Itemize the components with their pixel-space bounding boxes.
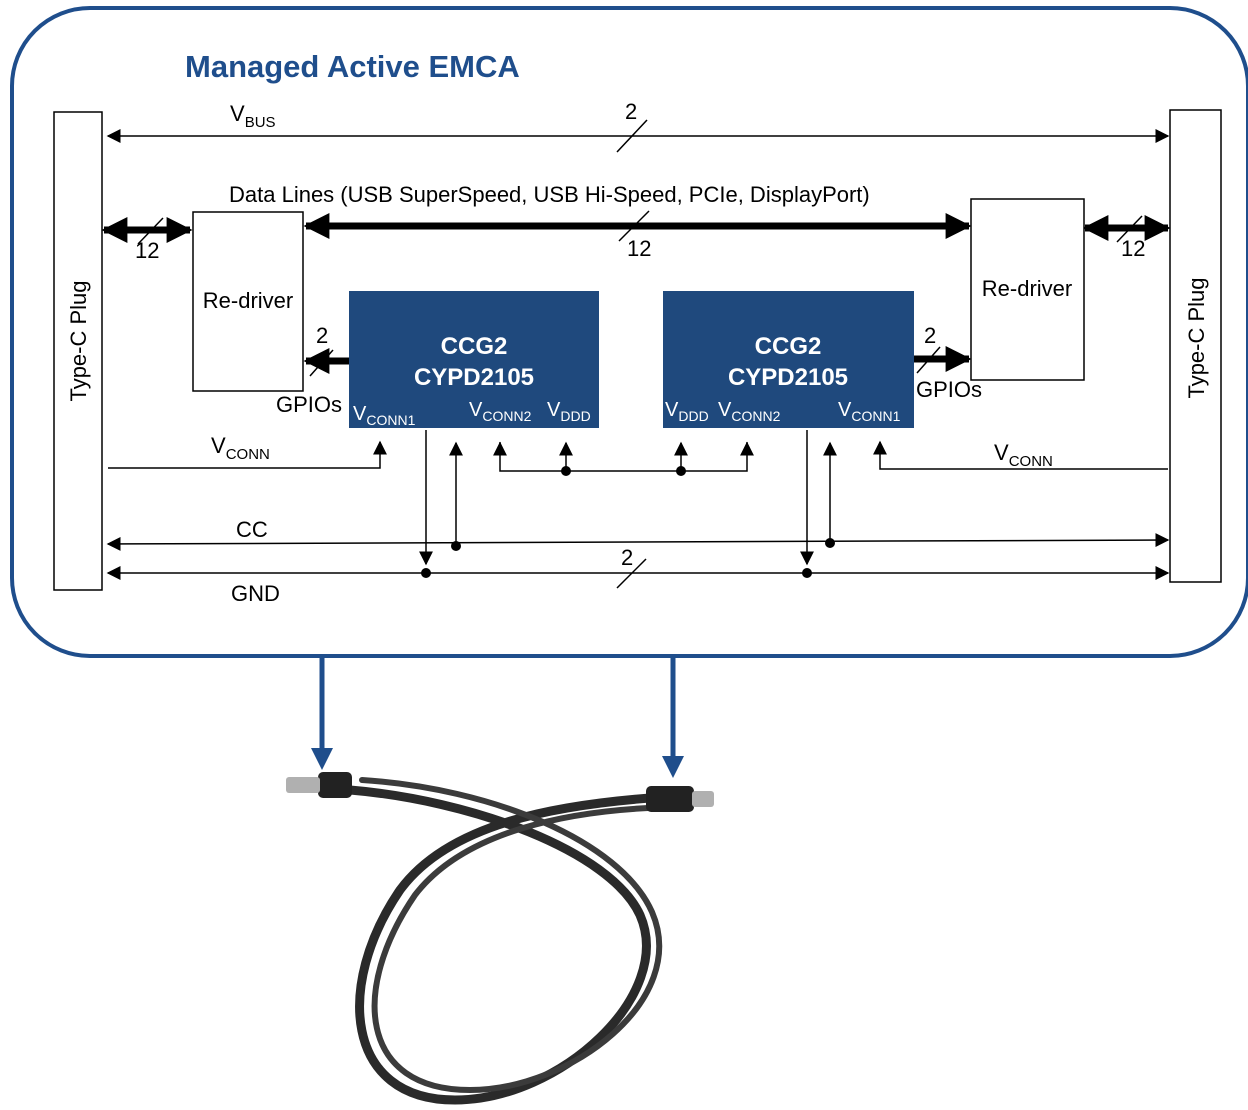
type-c-plug-left <box>53 111 103 591</box>
gpio-right-slash <box>916 346 941 374</box>
gnd-bus-slash <box>616 558 647 589</box>
pointer-arrowhead-left <box>311 748 333 770</box>
vbus-count: 2 <box>625 99 637 124</box>
redriver-right <box>970 198 1085 381</box>
junction-gnd-left <box>421 568 431 578</box>
data-left-count: 12 <box>135 238 159 263</box>
gnd-label: GND <box>231 581 280 606</box>
type-c-plug-left-label: Type-C Plug <box>66 280 91 401</box>
chip-left-pin-vddd: VDDD <box>547 399 591 424</box>
type-c-plug-right <box>1169 109 1222 583</box>
redriver-left <box>192 211 304 392</box>
chip-right <box>663 291 914 428</box>
gpio-right-count: 2 <box>924 323 936 348</box>
vconn-right-label: VCONN <box>994 440 1053 470</box>
type-c-plug-right-label: Type-C Plug <box>1184 277 1209 398</box>
chip-left-pin-vconn1: VCONN1 <box>353 403 416 428</box>
usb-c-cable-image <box>286 772 714 1105</box>
chip-left <box>349 291 599 428</box>
data-lines-count: 12 <box>627 236 651 261</box>
gpio-right-label: GPIOs <box>916 377 982 402</box>
gpio-left-label: GPIOs <box>276 392 342 417</box>
data-right-slash <box>1116 215 1143 243</box>
chip-left-pin-vconn2: VCONN2 <box>469 399 532 424</box>
junction-vddd-right <box>676 466 686 476</box>
vconn-right-line <box>873 440 1168 470</box>
chip-left-line1: CCG2 <box>441 333 508 360</box>
pointer-arrowhead-right <box>662 756 684 778</box>
data-lines-label: Data Lines (USB SuperSpeed, USB Hi-Speed… <box>229 182 870 207</box>
vbus-label: VBUS <box>230 101 276 131</box>
junction-cc-right <box>825 538 835 548</box>
gpio-left-slash <box>309 349 334 377</box>
redriver-right-label: Re-driver <box>982 276 1072 301</box>
chip-right-pin-vconn1: VCONN1 <box>838 399 901 424</box>
chip-right-pin-vconn2: VCONN2 <box>718 399 781 424</box>
vconn-left-label: VCONN <box>211 433 270 463</box>
junction-vddd-left <box>561 466 571 476</box>
gpio-left-count: 2 <box>316 323 328 348</box>
chip-right-line1: CCG2 <box>755 333 822 360</box>
redriver-left-label: Re-driver <box>203 288 293 313</box>
vconn-left-line <box>108 440 387 469</box>
vconn2-vddd-net <box>499 442 748 472</box>
chip-left-line2: CYPD2105 <box>414 364 534 391</box>
gnd-count: 2 <box>621 545 633 570</box>
emca-frame <box>10 6 1248 658</box>
junction-gnd-right <box>802 568 812 578</box>
chip-right-pin-vddd: VDDD <box>665 399 709 424</box>
data-left-slash <box>137 217 164 245</box>
cc-label: CC <box>236 517 268 542</box>
chip-right-line2: CYPD2105 <box>728 364 848 391</box>
vbus-bus-slash <box>616 119 648 153</box>
data-right-count: 12 <box>1121 236 1145 261</box>
cc-line <box>106 533 1170 551</box>
diagram-title: Managed Active EMCA <box>185 49 520 84</box>
junction-cc-left <box>451 541 461 551</box>
data-lines-slash <box>618 210 650 242</box>
